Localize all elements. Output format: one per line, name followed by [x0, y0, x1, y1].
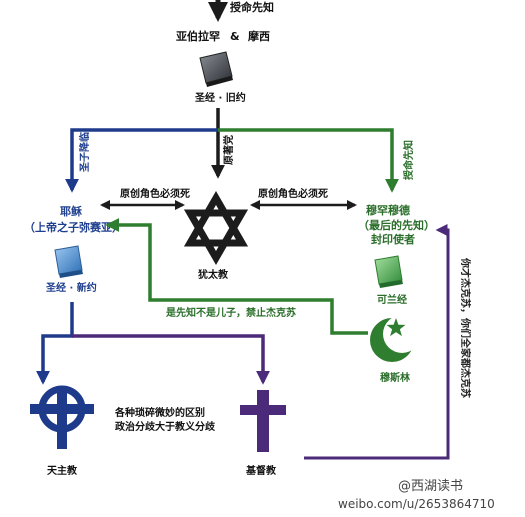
original-char-right-label: 原创角色必须死	[258, 187, 328, 200]
green-branch-line	[218, 128, 399, 193]
watermark-handle: @西湖读书	[398, 479, 463, 494]
prophet-not-son-label: 是先知不是儿子，禁止杰克苏	[165, 306, 296, 319]
crescent-star-icon	[370, 315, 421, 362]
jesus-subtitle: （上帝之子弥赛亚）	[24, 220, 123, 234]
celtic-cross-icon	[30, 385, 94, 449]
protestant-label: 基督教	[245, 464, 277, 477]
new-testament-book-icon	[54, 245, 83, 278]
latin-cross-icon	[240, 390, 286, 452]
original-jew-label: 原著党	[222, 135, 235, 165]
prophet-not-son-arrow	[105, 218, 368, 335]
muhammad-label: 穆罕穆德	[366, 203, 410, 217]
blue-branch-line	[65, 128, 218, 193]
muhammad-subtitle: （最后的先知）	[358, 218, 435, 232]
prophet-moses: 摩西	[248, 29, 270, 43]
quran-book-icon	[374, 255, 403, 288]
split-line-catholic	[36, 302, 74, 385]
split-line-protestant	[72, 334, 270, 385]
original-char-left-label: 原创角色必须死	[120, 187, 190, 200]
quran-label: 可兰经	[377, 293, 407, 306]
new-testament-label: 圣经 · 新约	[46, 281, 97, 294]
son-descends-label: 圣子降临	[78, 132, 91, 172]
jack-sue-label: 你才杰克苏，你们全家都杰克苏	[459, 257, 472, 398]
jack-sue-arrow	[304, 224, 450, 460]
prophet-mandate-label: 授命先知	[402, 140, 415, 180]
center-note-line1: 各种琐碎微妙的区别	[114, 406, 205, 419]
muhammad-seal-label: 封印使者	[371, 232, 415, 246]
center-note-line2: 政治分歧大于教义分歧	[115, 420, 216, 433]
old-testament-book-icon	[199, 51, 233, 87]
jesus-label: 耶稣	[60, 204, 82, 218]
catholic-label: 天主教	[47, 464, 78, 477]
watermark-url: weibo.com/u/2653864710	[338, 497, 495, 511]
top-label: 授命先知	[230, 0, 274, 14]
prophet-abraham: 亚伯拉罕	[176, 29, 220, 43]
judaism-label: 犹太教	[198, 268, 229, 281]
old-testament-label: 圣经 · 旧约	[195, 91, 246, 104]
star-of-david-icon	[183, 191, 249, 265]
islam-label: 穆斯林	[380, 371, 411, 384]
prophet-amp: &	[230, 30, 240, 43]
